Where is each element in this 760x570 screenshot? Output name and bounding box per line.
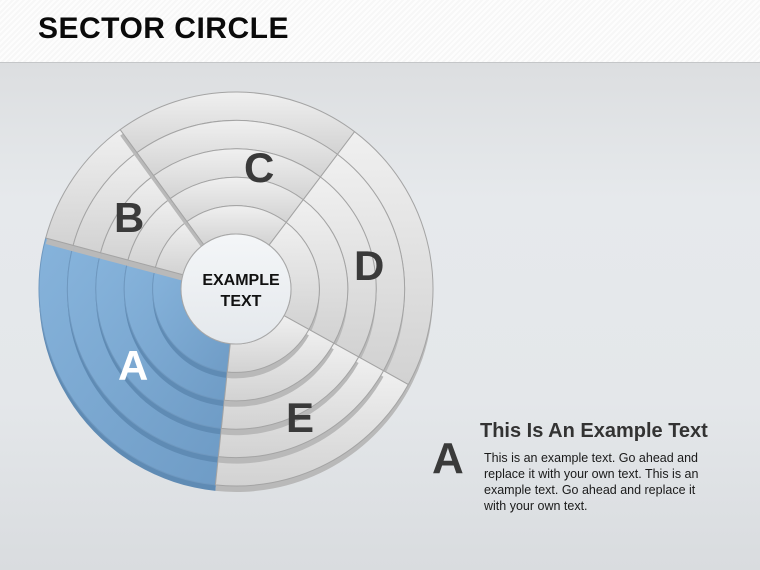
description-heading: This Is An Example Text — [480, 420, 708, 442]
page-title: SECTOR CIRCLE — [38, 12, 289, 45]
sector-rings — [38, 91, 434, 492]
header-bar: SECTOR CIRCLE — [0, 0, 760, 63]
center-text: EXAMPLE TEXT — [183, 270, 299, 312]
sector-label-b: B — [114, 194, 145, 241]
description-letter: A — [432, 434, 464, 483]
sector-label-d: D — [354, 242, 385, 289]
center-hole — [180, 233, 292, 345]
sector-label-e: E — [286, 394, 315, 441]
center-text-line-2: TEXT — [220, 293, 262, 310]
description-body: This is an example text. Go ahead and re… — [484, 451, 699, 513]
sector-label-c: C — [244, 144, 275, 191]
sector-label-a: A — [118, 342, 149, 389]
center-text-line-1: EXAMPLE — [202, 272, 280, 289]
